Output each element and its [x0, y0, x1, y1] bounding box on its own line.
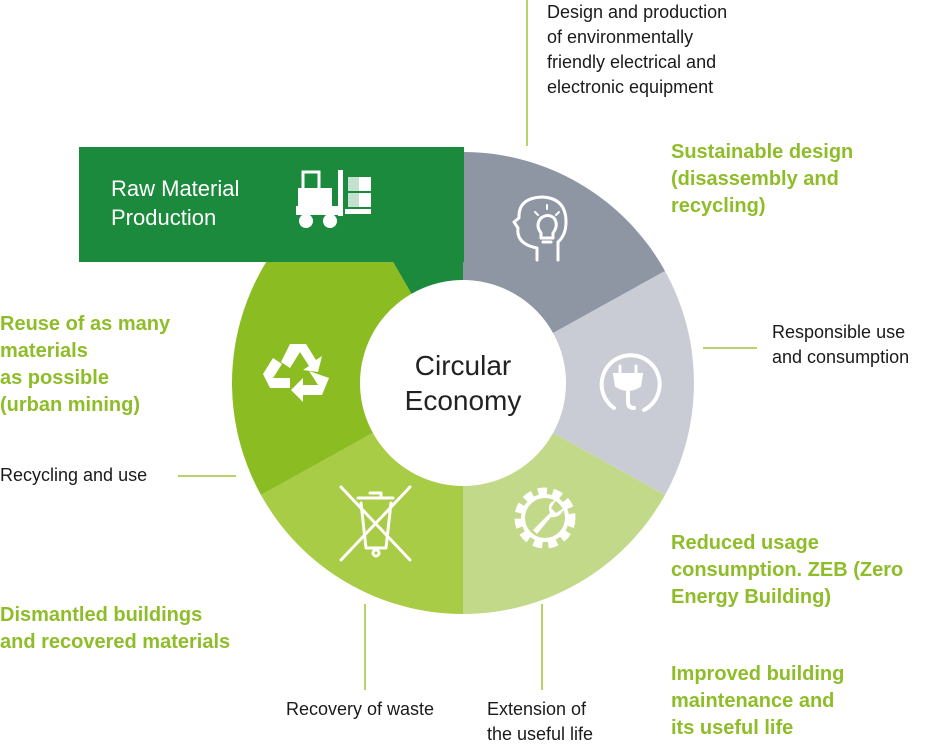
improved-maintenance-line3: its useful life: [671, 717, 794, 739]
responsible-use-line2: and consumption: [772, 347, 910, 367]
highlight-reduced-usage: Reduced usage consumption. ZEB (Zero Ene…: [671, 530, 903, 611]
sustainable-design-line3: recycling): [671, 195, 766, 217]
highlight-sustainable-design: Sustainable design (disassembly and recy…: [671, 139, 853, 220]
stage-responsible-use: Responsible use and consumption: [772, 320, 909, 370]
reuse-line3: as possible: [0, 367, 109, 389]
stage-design-production: Design and production of environmentally…: [547, 0, 727, 100]
highlight-reuse: Reuse of as many materials as possible (…: [0, 311, 170, 419]
center-label-line1: Circular: [414, 350, 512, 381]
highlight-dismantled: Dismantled buildings and recovered mater…: [0, 602, 230, 656]
recycle-icon: [263, 344, 329, 402]
stage-design-line4: electronic equipment: [547, 77, 714, 97]
center-label-line2: Economy: [404, 385, 522, 416]
stage-recovery-waste: Recovery of waste: [286, 699, 435, 719]
stage-design-line2: of environmentally: [547, 27, 694, 47]
center-circle: [360, 280, 566, 486]
stage-design-line1: Design and production: [547, 2, 728, 22]
reduced-usage-line2: consumption. ZEB (Zero: [671, 559, 904, 581]
stage-extension-life: Extension of the useful life: [487, 697, 593, 747]
extension-life-line2: the useful life: [487, 724, 594, 744]
improved-maintenance-line2: maintenance and: [671, 690, 835, 712]
improved-maintenance-line1: Improved building: [671, 663, 845, 685]
forklift-icon: [296, 170, 371, 228]
gear-wrench-icon: [514, 487, 576, 549]
raw-material-label-line1: Raw Material: [111, 176, 240, 201]
segment-use: [463, 271, 694, 495]
responsible-use-line1: Responsible use: [772, 322, 906, 342]
highlight-improved-maintenance: Improved building maintenance and its us…: [671, 661, 844, 742]
power-plug-icon: [599, 353, 662, 412]
stage-design-line3: friendly electrical and: [547, 52, 717, 72]
reuse-line2: materials: [0, 340, 88, 362]
head-lightbulb-icon: [512, 195, 568, 262]
extension-life-line1: Extension of: [487, 699, 587, 719]
sustainable-design-line2: (disassembly and: [671, 168, 839, 190]
reuse-line4: (urban mining): [0, 394, 140, 416]
dismantled-line2: and recovered materials: [0, 631, 231, 653]
reduced-usage-line3: Energy Building): [671, 586, 831, 608]
sustainable-design-line1: Sustainable design: [671, 141, 854, 163]
reuse-line1: Reuse of as many: [0, 313, 171, 335]
reduced-usage-line1: Reduced usage: [671, 532, 819, 554]
stage-recycling-use: Recycling and use: [0, 465, 148, 485]
raw-material-box: [79, 147, 464, 262]
raw-material-label-line2: Production: [111, 205, 217, 230]
crossed-out-bin-icon: [339, 485, 412, 562]
dismantled-line1: Dismantled buildings: [0, 604, 203, 626]
